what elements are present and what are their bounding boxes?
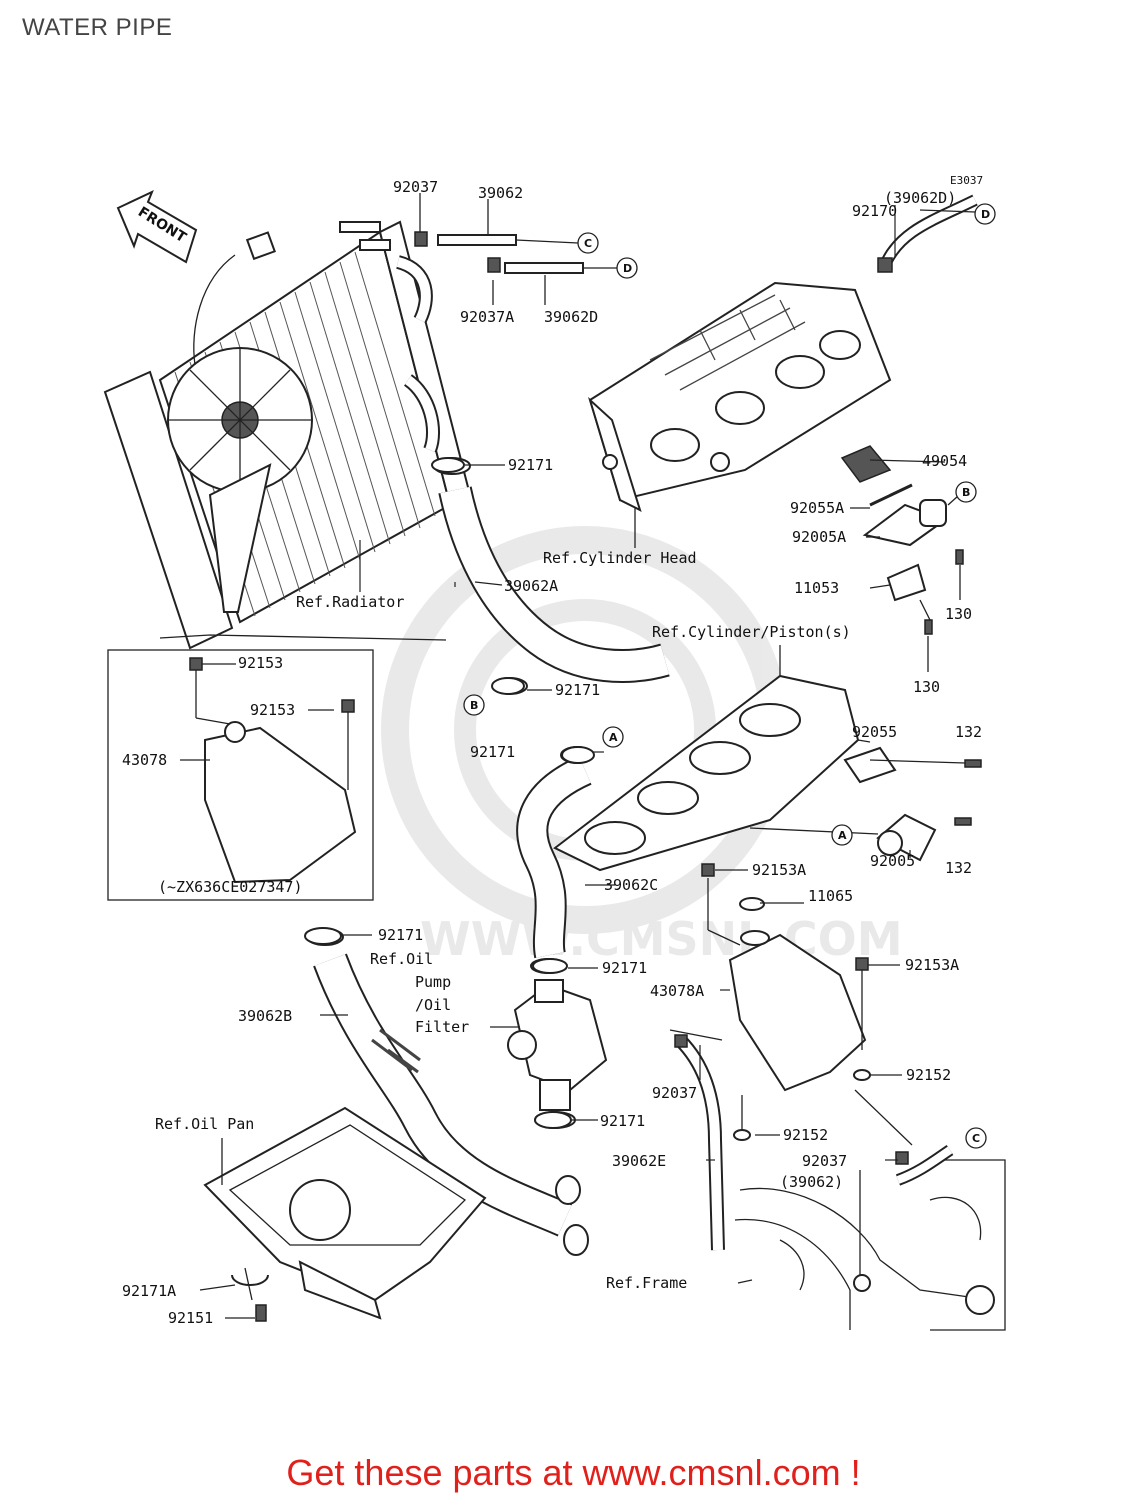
thermostat-parts xyxy=(634,445,964,672)
connector-b2: B xyxy=(463,694,485,716)
hoses-upper xyxy=(414,193,978,305)
part-label[interactable]: 11065 xyxy=(808,887,853,905)
part-label[interactable]: 39062C xyxy=(604,876,658,894)
part-label[interactable]: 92055 xyxy=(852,723,897,741)
part-label[interactable]: 92152 xyxy=(906,1066,951,1084)
oil-pan-drawing xyxy=(203,1106,487,1322)
part-label[interactable]: 132 xyxy=(945,859,972,877)
part-label[interactable]: 92037 xyxy=(802,1152,847,1170)
exploded-parts-diagram: WWW.CMSNL.COM FRONT E3037 xyxy=(103,174,1006,1331)
part-label[interactable]: 92170 xyxy=(852,202,897,220)
part-label[interactable]: 92171 xyxy=(470,743,515,761)
part-label[interactable]: (39062) xyxy=(780,1173,843,1191)
svg-text:A: A xyxy=(609,731,618,744)
part-label[interactable]: 132 xyxy=(955,723,982,741)
svg-text:A: A xyxy=(838,829,847,842)
frame-drawing xyxy=(734,1089,1006,1331)
part-label[interactable]: 92171A xyxy=(122,1282,176,1300)
part-label[interactable]: 43078 xyxy=(122,751,167,769)
svg-text:C: C xyxy=(972,1132,980,1145)
ref-label: Ref.Oil Pan xyxy=(155,1115,254,1133)
svg-text:B: B xyxy=(470,699,478,712)
part-label[interactable]: 92152 xyxy=(783,1126,828,1144)
part-label[interactable]: 39062B xyxy=(238,1007,292,1025)
part-label[interactable]: 11053 xyxy=(794,579,839,597)
cylinder-head-drawing xyxy=(588,281,892,512)
reserve-tank-inset xyxy=(107,649,374,901)
part-label[interactable]: 92037 xyxy=(652,1084,697,1102)
part-label[interactable]: 92171 xyxy=(378,926,423,944)
connector-d1: D xyxy=(616,257,638,279)
ref-label: Filter xyxy=(415,1018,469,1036)
part-label[interactable]: 92005A xyxy=(792,528,846,546)
part-label[interactable]: 39062A xyxy=(504,577,558,595)
part-label[interactable]: 130 xyxy=(913,678,940,696)
ref-label: Ref.Radiator xyxy=(296,593,404,611)
svg-text:C: C xyxy=(584,237,592,250)
ref-label: /Oil xyxy=(415,996,451,1014)
page-title: WATER PIPE xyxy=(22,14,173,41)
cylinder-block-drawing xyxy=(553,645,982,872)
part-label[interactable]: 39062D xyxy=(544,308,598,326)
oil-pump-drawing xyxy=(507,979,608,1129)
svg-text:D: D xyxy=(623,262,632,275)
part-label[interactable]: 92171 xyxy=(602,959,647,977)
connector-d2: D xyxy=(974,203,996,225)
part-label[interactable]: (39062D) xyxy=(884,189,956,207)
part-label[interactable]: 43078A xyxy=(650,982,704,1000)
part-label[interactable]: 92153 xyxy=(238,654,283,672)
connector-b1: B xyxy=(955,481,977,503)
reserve-tank-43078A xyxy=(701,863,871,1141)
part-label[interactable]: 92171 xyxy=(555,681,600,699)
part-label[interactable]: 49054 xyxy=(922,452,967,470)
part-label[interactable]: 92055A xyxy=(790,499,844,517)
radiator-drawing xyxy=(103,220,472,650)
connector-a1: A xyxy=(602,726,624,748)
hose-39062E xyxy=(669,1029,725,1251)
diagram-code: E3037 xyxy=(950,174,983,187)
svg-text:B: B xyxy=(962,486,970,499)
watermark-text: WWW.CMSNL.COM xyxy=(420,912,903,966)
ref-label: Ref.Frame xyxy=(606,1274,687,1292)
connector-c2: C xyxy=(965,1127,987,1149)
ref-label: Ref.Oil xyxy=(370,950,433,968)
part-label[interactable]: 92171 xyxy=(508,456,553,474)
part-label[interactable]: 92171 xyxy=(600,1112,645,1130)
part-label[interactable]: 92153A xyxy=(752,861,806,879)
leader-lines xyxy=(199,205,976,1319)
hose-39062B xyxy=(306,928,589,1256)
svg-text:D: D xyxy=(981,208,990,221)
front-arrow-icon: FRONT xyxy=(116,190,198,264)
ref-label: Ref.Cylinder Head xyxy=(543,549,697,567)
part-label[interactable]: 92005 xyxy=(870,852,915,870)
serial-note: (~ZX636CE027347) xyxy=(158,878,303,896)
ref-label: Pump xyxy=(415,973,451,991)
part-label[interactable]: 92153 xyxy=(250,701,295,719)
connector-a2: A xyxy=(831,824,853,846)
part-label[interactable]: 130 xyxy=(945,605,972,623)
part-label[interactable]: 92037 xyxy=(393,178,438,196)
part-label[interactable]: 39062E xyxy=(612,1152,666,1170)
part-label[interactable]: 92151 xyxy=(168,1309,213,1327)
footer-cta-link[interactable]: Get these parts at www.cmsnl.com ! xyxy=(286,1452,861,1493)
part-label[interactable]: 92153A xyxy=(905,956,959,974)
connector-c1: C xyxy=(577,232,599,254)
ref-label: Ref.Cylinder/Piston(s) xyxy=(652,623,851,641)
part-label[interactable]: 92037A xyxy=(460,308,514,326)
part-label[interactable]: 39062 xyxy=(478,184,523,202)
